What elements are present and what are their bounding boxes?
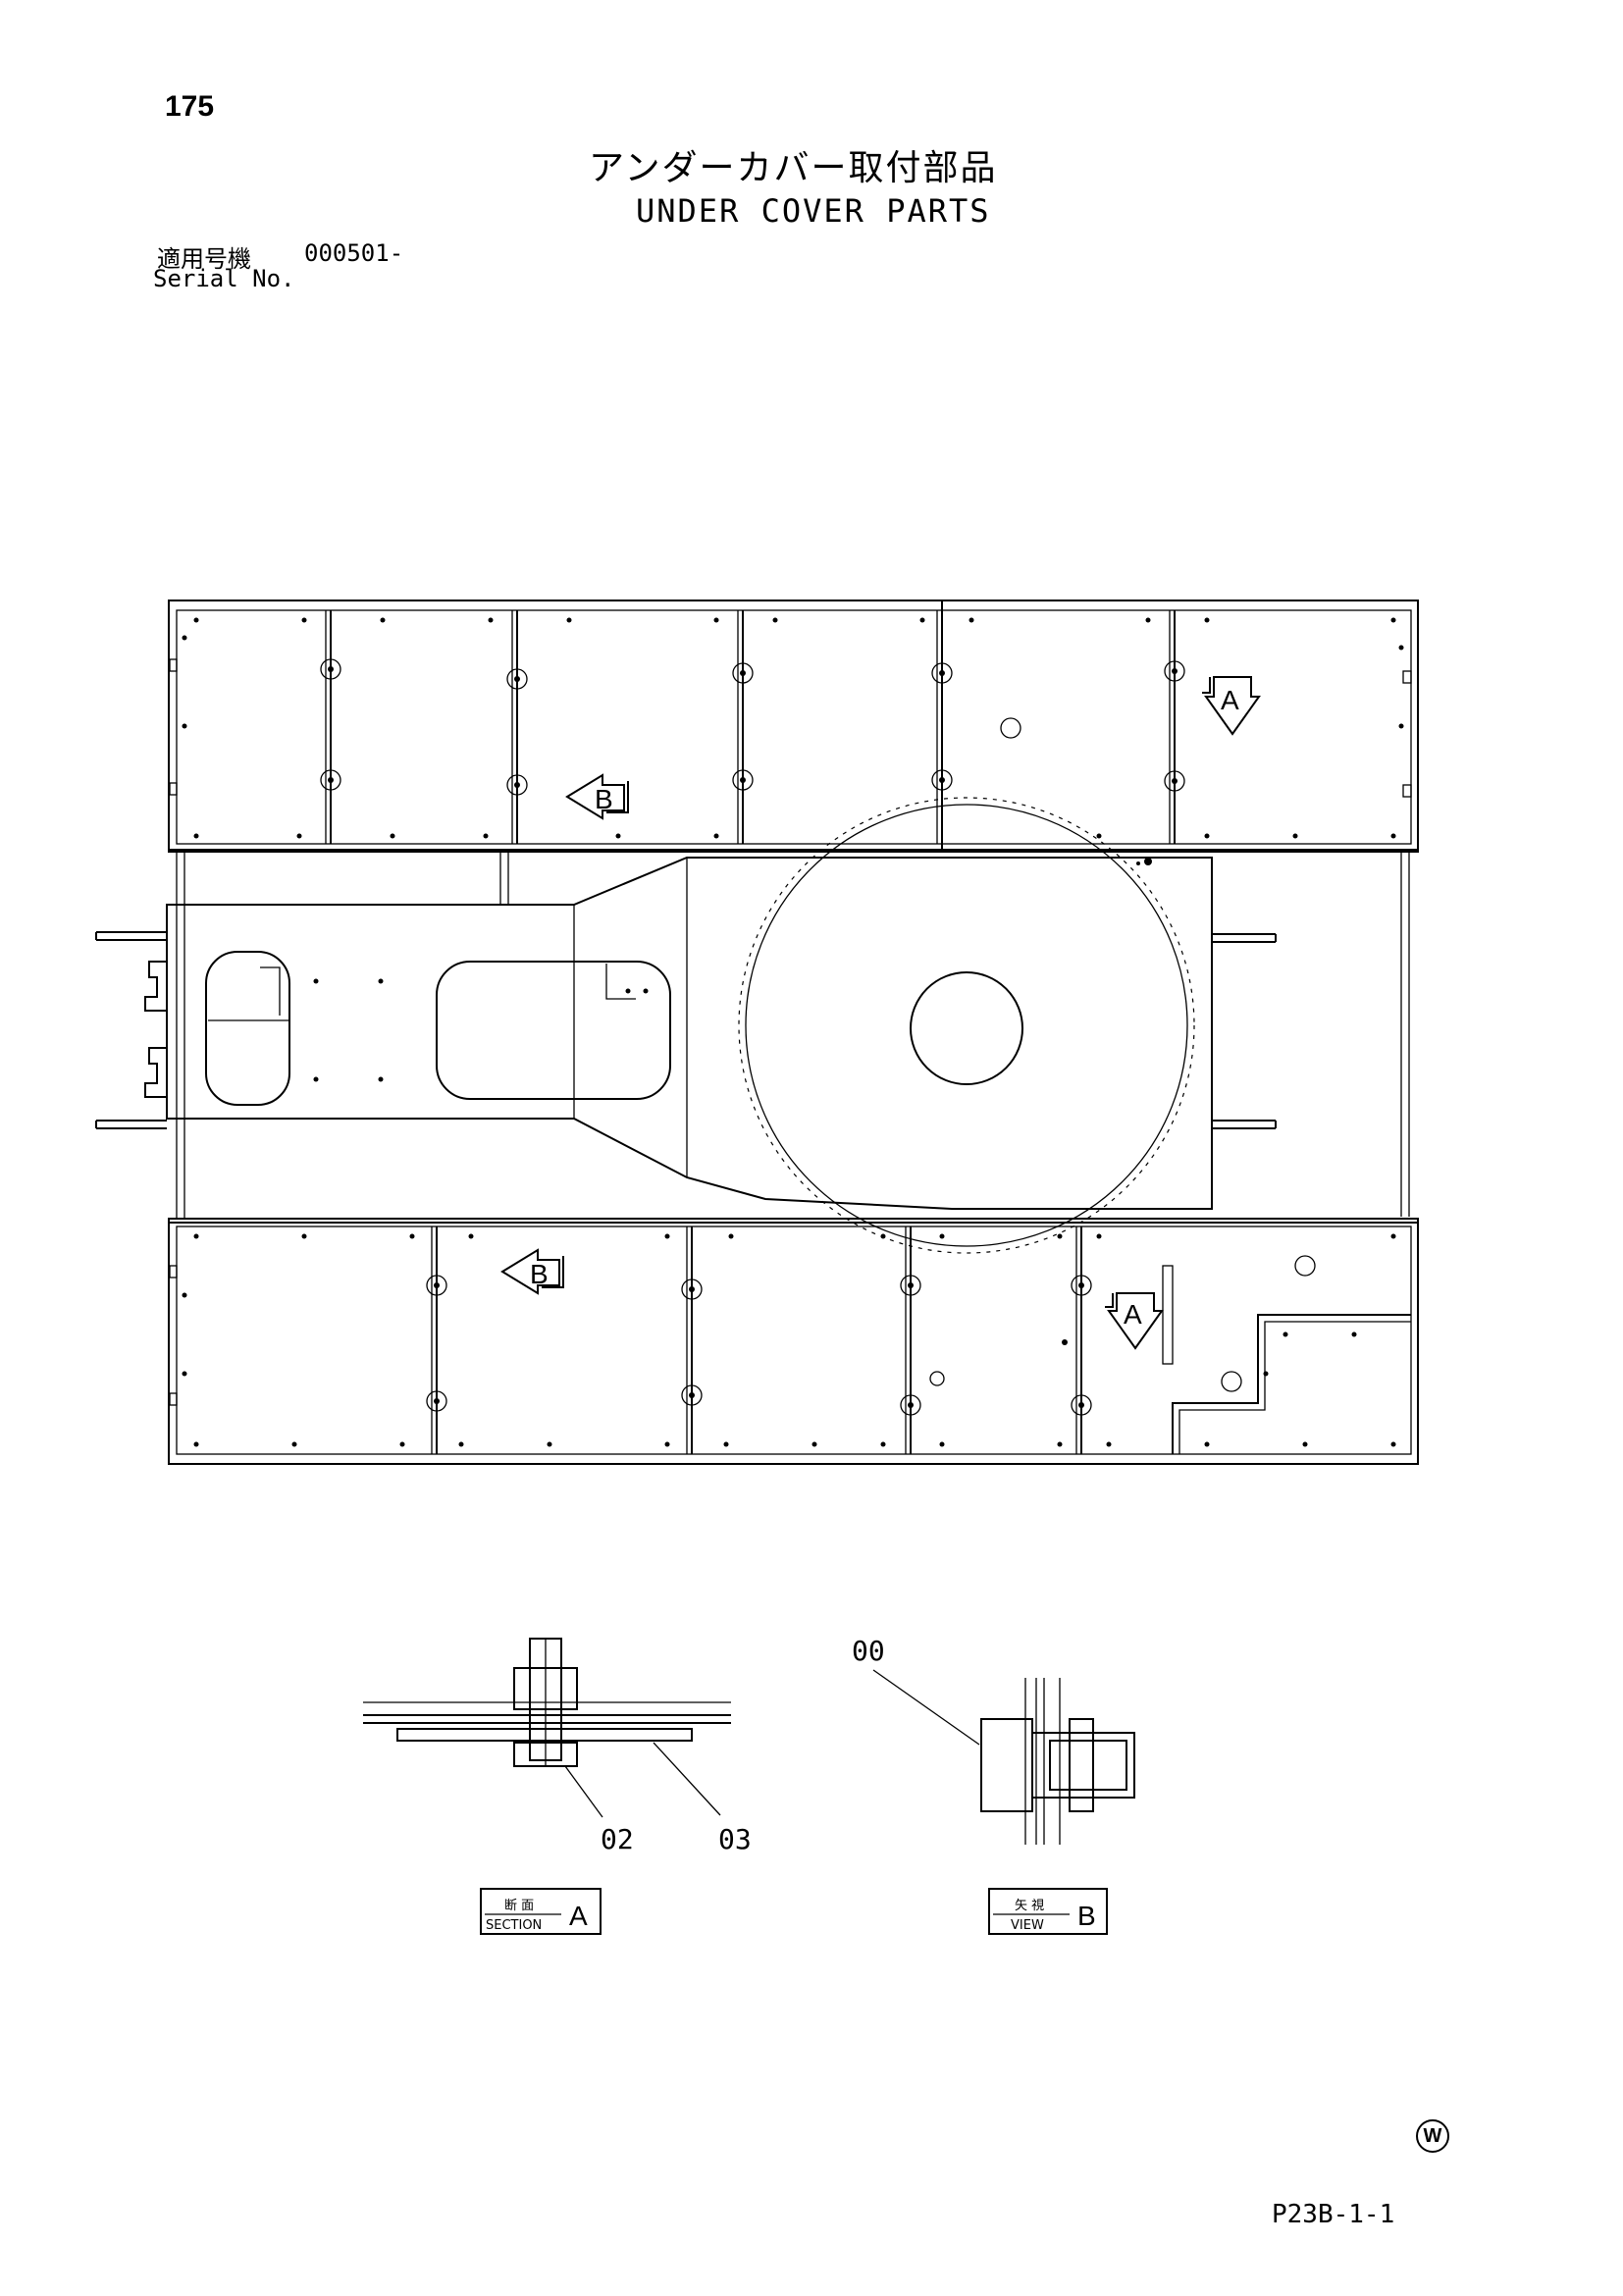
serial-value: 000501- (304, 239, 404, 267)
title-english: UNDER COVER PARTS (636, 192, 991, 230)
view-b-detail: 00 (852, 1635, 1135, 1845)
callout-b-bottom: B (530, 1259, 549, 1289)
callout-a-top: A (1221, 685, 1239, 715)
view-caption-jp: 矢 視 (1015, 1899, 1044, 1913)
bottom-bosses (426, 1255, 1316, 1416)
center-frame (95, 797, 1410, 1254)
section-a-caption: 断 面 SECTION A (480, 1888, 602, 1935)
section-caption-jp: 断 面 (504, 1899, 534, 1913)
section-a-arrow-bottom: A (1105, 1292, 1164, 1350)
serial-label-japanese: 適用号機 (157, 245, 251, 273)
section-a-detail: 02 03 (363, 1638, 752, 1855)
callout-b-top: B (595, 784, 613, 814)
top-bosses (320, 658, 1185, 796)
section-a-arrow-top: A (1202, 676, 1261, 736)
section-caption-letter: A (569, 1901, 588, 1931)
section-caption-en: SECTION (486, 1918, 542, 1933)
w-mark: W (1416, 2119, 1449, 2153)
callout-a-bottom: A (1124, 1299, 1142, 1330)
view-b-caption: 矢 視 VIEW B (988, 1888, 1108, 1935)
top-cover-frame (168, 600, 1419, 865)
serial-label-english: Serial No. (153, 265, 295, 292)
view-caption-en: VIEW (1011, 1918, 1044, 1933)
page-number: 175 (165, 90, 215, 123)
view-b-arrow-bottom: B (500, 1248, 564, 1295)
title-japanese: アンダーカバー取付部品 (589, 148, 998, 188)
view-caption-letter: B (1077, 1901, 1096, 1931)
part-00-label: 00 (852, 1635, 885, 1667)
part-02-label: 02 (601, 1823, 634, 1855)
bottom-cover-frame (168, 1218, 1419, 1465)
view-b-arrow-top: B (565, 773, 629, 820)
part-03-label: 03 (718, 1823, 752, 1855)
document-code: P23B-1-1 (1272, 2200, 1395, 2229)
